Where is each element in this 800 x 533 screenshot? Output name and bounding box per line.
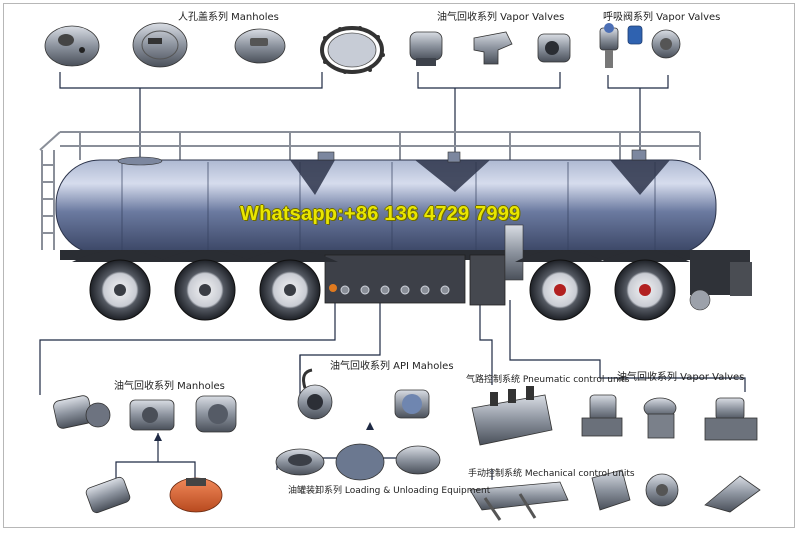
label-vapor-valves-top-right: 呼吸阀系列 Vapor Valves	[603, 12, 721, 23]
loading-arm-icon	[395, 445, 441, 475]
vapor-valve-icon	[643, 397, 677, 439]
wheel-icon	[529, 259, 591, 321]
api-coupler-icon	[85, 476, 131, 514]
manhole-cover-icon	[234, 28, 286, 64]
label-api-maholes: 油气回收系列 API Maholes	[330, 361, 454, 372]
label-loading-unloading: 油罐装卸系列 Loading & Unloading Equipment	[288, 486, 491, 496]
vapor-valve-icon	[473, 31, 513, 65]
vapor-valve-icon	[537, 33, 571, 63]
vapor-valve-icon	[704, 397, 758, 441]
loading-arm-icon	[275, 448, 325, 476]
label-mechanical-units: 手动控制系统 Mechanical control units	[468, 469, 635, 479]
api-coupler-icon	[394, 389, 430, 419]
vapor-valve-icon	[409, 31, 443, 66]
label-vapor-valves-bottom-right: 油气回收系列 Vapor Valves	[617, 372, 745, 383]
wheel-icon	[614, 259, 676, 321]
diagram-frame	[3, 3, 795, 528]
vapor-valve-icon	[581, 394, 623, 437]
manhole-cover-icon	[320, 26, 385, 74]
breather-valve-icon	[627, 25, 643, 45]
manhole-cover-icon	[169, 477, 223, 513]
tanker-trailer	[39, 131, 752, 306]
api-coupler-icon	[129, 399, 175, 431]
vapor-valve-icon	[591, 469, 631, 511]
wheel-icon	[259, 259, 321, 321]
api-coupler-icon	[195, 395, 237, 433]
loading-arm-icon	[335, 443, 385, 481]
breather-valve-icon	[651, 29, 681, 59]
vapor-valve-icon	[704, 475, 761, 513]
vapor-valve-icon	[645, 473, 679, 507]
whatsapp-watermark: Whatsapp:+86 136 4729 7999	[240, 203, 521, 225]
wheel-icon	[174, 259, 236, 321]
label-vapor-valves-top-center: 油气回收系列 Vapor Valves	[437, 12, 565, 23]
loading-arm-icon	[469, 481, 569, 521]
wheel-icon	[89, 259, 151, 321]
breather-valve-icon	[599, 23, 619, 68]
callout-arrows	[154, 422, 374, 441]
manhole-cover-icon	[132, 22, 188, 68]
api-coupler-icon	[297, 368, 333, 420]
manhole-cover-icon	[44, 25, 100, 67]
label-manholes-top: 人孔盖系列 Manholes	[178, 12, 279, 23]
api-coupler-icon	[53, 395, 111, 429]
label-pneumatic-units: 气路控制系统 Pneumatic control units	[466, 375, 630, 385]
pneumatic-valve-block-icon	[471, 386, 553, 446]
label-manholes-bottom-left: 油气回收系列 Manholes	[114, 381, 225, 392]
